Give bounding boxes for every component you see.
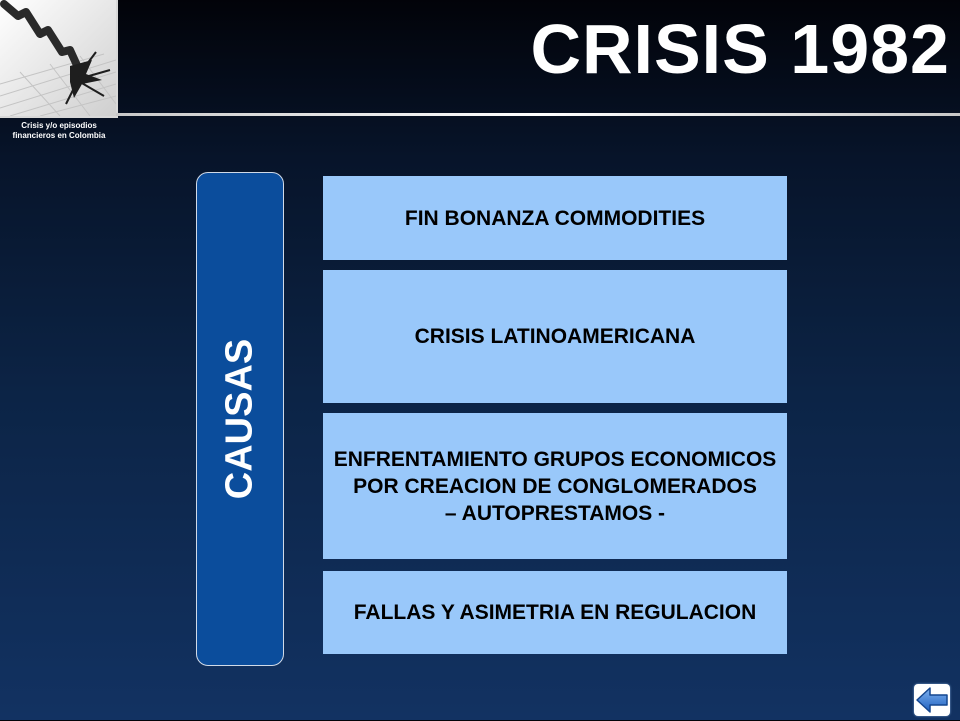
back-button[interactable]: [914, 684, 950, 716]
causas-label: CAUSAS: [218, 338, 261, 500]
page-title: CRISIS 1982: [530, 10, 950, 88]
cause-text: ENFRENTAMIENTO GRUPOS ECONOMICOS POR CRE…: [333, 447, 777, 525]
cause-box-2: CRISIS LATINOAMERICANA: [323, 270, 787, 403]
logo-image: [0, 0, 118, 118]
causas-bar: CAUSAS: [196, 172, 284, 666]
title-divider: [116, 113, 960, 116]
cause-text: FALLAS Y ASIMETRIA EN REGULACION: [353, 601, 757, 624]
cause-text: FIN BONANZA COMMODITIES: [404, 206, 706, 230]
cause-box-3: ENFRENTAMIENTO GRUPOS ECONOMICOS POR CRE…: [323, 413, 787, 559]
logo-caption: Crisis y/o episodios financieros en Colo…: [12, 121, 106, 140]
cause-box-1: FIN BONANZA COMMODITIES: [323, 176, 787, 260]
cause-text: CRISIS LATINOAMERICANA: [414, 325, 696, 348]
cause-box-4: FALLAS Y ASIMETRIA EN REGULACION: [323, 571, 787, 654]
back-arrow-icon: [916, 687, 948, 713]
falling-chart-crack-icon: [0, 0, 116, 116]
